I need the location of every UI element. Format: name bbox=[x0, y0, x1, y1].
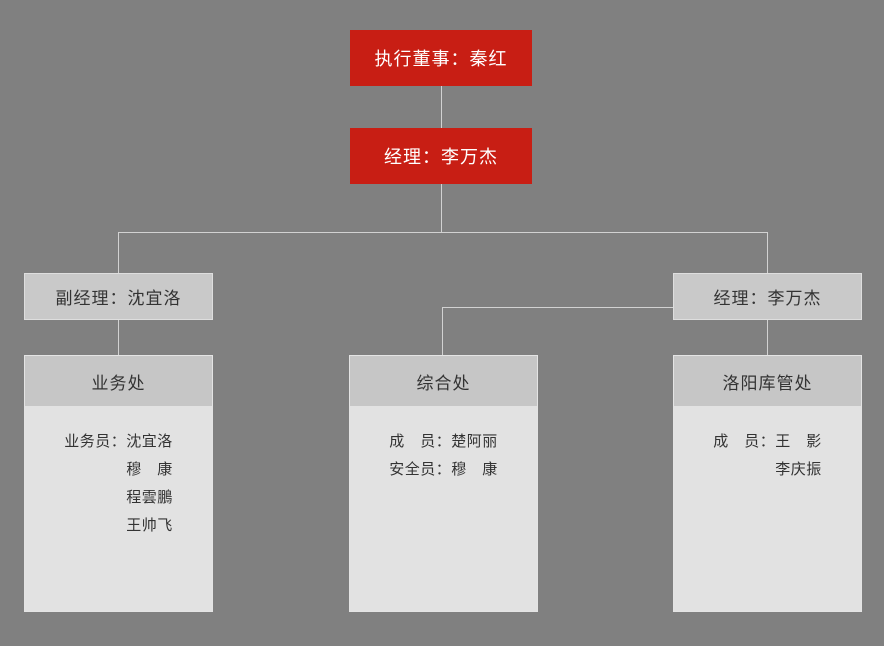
member-line: 成 员：王 影 bbox=[713, 433, 822, 450]
connector-exec1-exec2 bbox=[441, 86, 442, 130]
member-line: 王帅飞 bbox=[64, 517, 173, 534]
member-line: 李庆振 bbox=[713, 461, 822, 478]
member-line: 业务员：沈宜洛 bbox=[64, 433, 173, 450]
member-list-general: 成 员：楚阿丽 安全员：穆 康 bbox=[389, 428, 498, 484]
connector-bus-to-deputy bbox=[118, 232, 119, 273]
member-list-business: 业务员：沈宜洛 穆 康 程雲鵬 王帅飞 bbox=[64, 428, 173, 540]
connector-main-bus bbox=[118, 232, 768, 233]
department-title-luoyang-warehouse: 洛阳库管处 bbox=[674, 356, 861, 406]
department-body-general: 成 员：楚阿丽 安全员：穆 康 bbox=[350, 406, 537, 611]
manager-box-right[interactable]: 经理：李万杰 bbox=[673, 273, 862, 320]
connector-bus-to-manager bbox=[767, 232, 768, 273]
manager-label-right: 经理：李万杰 bbox=[713, 289, 822, 308]
department-title-text: 综合处 bbox=[416, 373, 471, 393]
department-card-luoyang-warehouse[interactable]: 洛阳库管处 成 员：王 影 李庆振 bbox=[673, 355, 862, 612]
connector-exec2-drop bbox=[441, 182, 442, 233]
department-title-general: 综合处 bbox=[350, 356, 537, 406]
department-title-text: 业务处 bbox=[91, 373, 146, 393]
connector-bus-to-dept2 bbox=[442, 307, 443, 356]
connector-manager-to-dept3 bbox=[767, 320, 768, 356]
department-card-business[interactable]: 业务处 业务员：沈宜洛 穆 康 程雲鵬 王帅飞 bbox=[24, 355, 213, 612]
exec-label-director: 执行董事：秦红 bbox=[374, 49, 508, 69]
exec-box-manager[interactable]: 经理：李万杰 bbox=[350, 128, 532, 184]
exec-label-manager: 经理：李万杰 bbox=[384, 147, 498, 167]
connector-deputy-to-dept1 bbox=[118, 320, 119, 356]
department-card-general[interactable]: 综合处 成 员：楚阿丽 安全员：穆 康 bbox=[349, 355, 538, 612]
department-body-business: 业务员：沈宜洛 穆 康 程雲鵬 王帅飞 bbox=[25, 406, 212, 611]
member-line: 安全员：穆 康 bbox=[389, 461, 498, 478]
member-list-luoyang-warehouse: 成 员：王 影 李庆振 bbox=[713, 428, 822, 484]
manager-label-deputy: 副经理：沈宜洛 bbox=[55, 289, 182, 308]
member-line: 成 员：楚阿丽 bbox=[389, 433, 498, 450]
department-title-business: 业务处 bbox=[25, 356, 212, 406]
department-title-text: 洛阳库管处 bbox=[722, 373, 813, 393]
member-line: 程雲鵬 bbox=[64, 489, 173, 506]
department-body-luoyang-warehouse: 成 员：王 影 李庆振 bbox=[674, 406, 861, 611]
member-line: 穆 康 bbox=[64, 461, 173, 478]
connector-secondary-bus bbox=[442, 307, 674, 308]
manager-box-deputy[interactable]: 副经理：沈宜洛 bbox=[24, 273, 213, 320]
exec-box-director[interactable]: 执行董事：秦红 bbox=[350, 30, 532, 86]
